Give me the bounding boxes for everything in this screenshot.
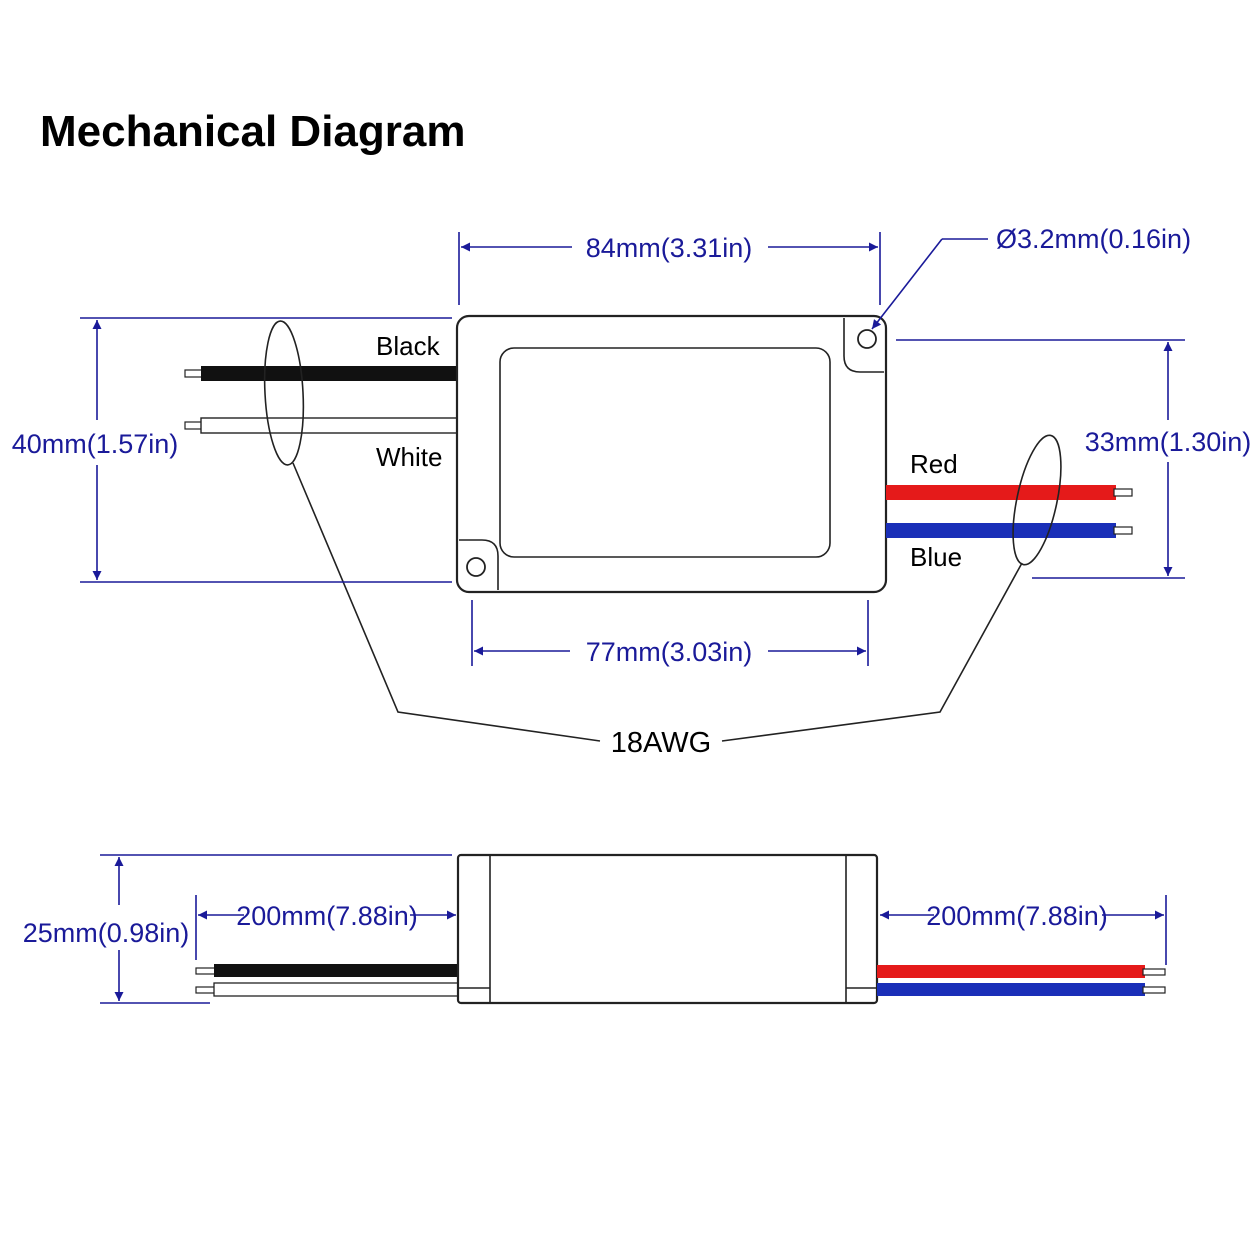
- red-wire: [886, 485, 1133, 500]
- side-red-wire: [877, 965, 1166, 978]
- mounting-hole-top-right: [843, 318, 884, 373]
- side-view: 25mm(0.98in) 200mm(7.88in) 200mm(7.88in): [23, 853, 1167, 1005]
- awg-leader-left: [292, 462, 601, 742]
- dim-lead-right: 200mm(7.88in): [880, 895, 1167, 965]
- left-wire-bundle-marker: [263, 320, 305, 466]
- dim-hole-spacing-horizontal-text: 77mm(3.03in): [586, 637, 753, 667]
- dim-width-overall-text: 84mm(3.31in): [586, 233, 753, 263]
- page-title: Mechanical Diagram: [40, 107, 466, 156]
- label-blue: Blue: [910, 542, 962, 572]
- side-blue-wire: [877, 983, 1166, 996]
- housing-outline: [455, 314, 888, 594]
- wire-gauge-label: 18AWG: [611, 727, 711, 759]
- dim-lead-left-text: 200mm(7.88in): [236, 901, 418, 931]
- dim-hole-diameter: Ø3.2mm(0.16in): [871, 224, 1191, 330]
- dim-hole-diameter-text: Ø3.2mm(0.16in): [996, 224, 1191, 254]
- dim-hole-spacing-vertical: 33mm(1.30in): [896, 339, 1252, 579]
- dim-hole-spacing-vertical-text: 33mm(1.30in): [1085, 427, 1252, 457]
- dim-height-overall-text: 40mm(1.57in): [12, 429, 179, 459]
- side-black-wire: [195, 964, 460, 977]
- dim-hole-spacing-horizontal: 77mm(3.03in): [471, 600, 869, 667]
- side-white-wire: [195, 982, 461, 997]
- awg-leader-right: [721, 562, 1023, 742]
- black-wire: [184, 366, 458, 381]
- blue-wire: [886, 523, 1133, 538]
- top-view: Black White Red Blue 18AWG 84mm(3.31in) …: [12, 224, 1252, 759]
- label-red: Red: [910, 449, 958, 479]
- dim-height-overall: 40mm(1.57in): [12, 317, 452, 583]
- side-housing-outline: [456, 853, 879, 1005]
- dim-lead-left: 200mm(7.88in): [195, 895, 456, 960]
- dim-thickness: 25mm(0.98in): [23, 854, 452, 1004]
- dim-thickness-text: 25mm(0.98in): [23, 918, 190, 948]
- white-wire: [184, 417, 459, 434]
- label-panel: [499, 347, 831, 558]
- label-white: White: [376, 442, 442, 472]
- right-wire-bundle-marker: [1012, 434, 1062, 566]
- dim-lead-right-text: 200mm(7.88in): [926, 901, 1108, 931]
- label-black: Black: [376, 331, 441, 361]
- dim-width-overall: 84mm(3.31in): [458, 232, 881, 305]
- mounting-hole-bottom-left: [459, 539, 499, 590]
